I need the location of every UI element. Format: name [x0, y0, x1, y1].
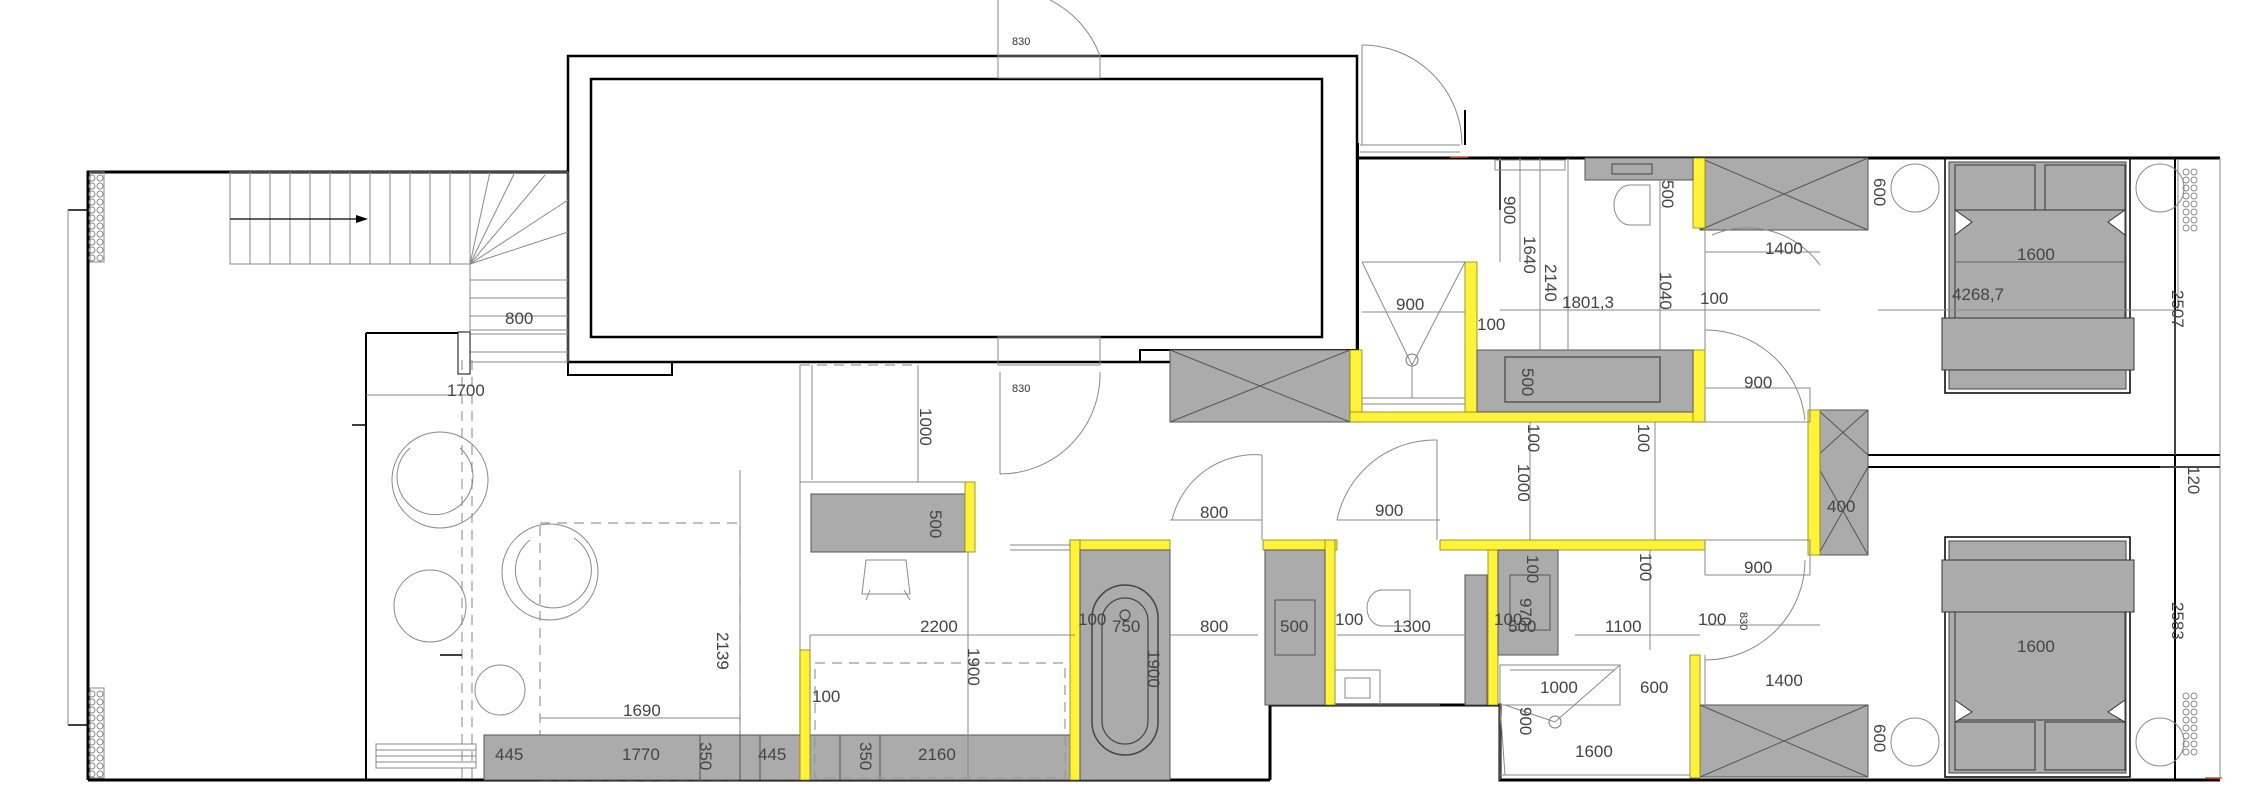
storage-units — [1169, 157, 1869, 778]
dim-2160: 2160 — [918, 745, 956, 764]
dim-830-top: 830 — [1012, 36, 1030, 48]
dim-100-d: 100 — [1523, 555, 1542, 583]
dim-2200: 2200 — [920, 617, 958, 636]
dim-970: 970 — [1516, 598, 1535, 626]
dim-500-wc: 500 — [1658, 180, 1677, 208]
dim-400: 400 — [1827, 497, 1855, 516]
fixtures — [1079, 157, 1821, 781]
dim-1300: 1300 — [1393, 617, 1431, 636]
radiator-left-top — [88, 171, 105, 263]
dim-1690: 1690 — [623, 701, 661, 720]
staircase — [229, 171, 569, 375]
dim-600-bot: 600 — [1870, 724, 1889, 752]
radiator-right-top — [2182, 168, 2198, 232]
dim-100-bedl: 100 — [812, 687, 840, 706]
dim-900-top: 900 — [1744, 373, 1772, 392]
dim-100-shower: 100 — [1477, 315, 1505, 334]
dim-445-b: 445 — [758, 745, 786, 764]
dim-1400-top: 1400 — [1765, 239, 1803, 258]
dim-830-bottom: 830 — [1012, 383, 1030, 395]
dim-500-c: 500 — [1508, 617, 1536, 636]
dim-500-mid: 500 — [1280, 617, 1308, 636]
dim-1900-tub: 1900 — [1144, 650, 1163, 688]
dim-1600-sh: 1600 — [1575, 742, 1613, 761]
dim-800-door: 800 — [1200, 503, 1228, 522]
dim-500-kitchen: 500 — [1518, 368, 1537, 396]
dim-120: 120 — [2184, 466, 2203, 494]
dim-1640: 1640 — [1520, 236, 1539, 274]
dim-1700: 1700 — [447, 381, 485, 400]
partition-walls — [1069, 157, 1821, 781]
dim-100-k3: 100 — [1636, 553, 1655, 581]
dim-350-b: 350 — [856, 742, 875, 770]
dim-500-desk: 500 — [926, 510, 945, 538]
dim-1000-corr: 1000 — [1514, 464, 1533, 502]
dim-350-a: 350 — [696, 742, 715, 770]
dim-2583: 2583 — [2168, 602, 2187, 640]
dim-600-top: 600 — [1870, 178, 1889, 206]
dim-800-mid: 800 — [1200, 617, 1228, 636]
living-furniture — [366, 360, 1076, 781]
beds — [1890, 157, 2185, 778]
dim-2139: 2139 — [713, 632, 732, 670]
dim-800-stairs: 800 — [505, 309, 533, 328]
dim-100-bath: 100 — [1078, 610, 1106, 629]
dim-1900-bed: 1900 — [964, 648, 983, 686]
dim-2140: 2140 — [1541, 264, 1560, 302]
dim-900-door: 900 — [1375, 501, 1403, 520]
dim-1040: 1040 — [1656, 272, 1675, 310]
dim-900-bot: 900 — [1744, 558, 1772, 577]
dim-900-sh: 900 — [1516, 707, 1535, 735]
radiator-right-bottom — [2182, 692, 2198, 756]
dim-4268: 4268,7 — [1952, 285, 2004, 304]
dim-100-c: 100 — [1494, 610, 1522, 629]
dim-600-sh: 600 — [1640, 678, 1668, 697]
dim-100-e: 100 — [1698, 610, 1726, 629]
dimension-lines — [366, 158, 2220, 719]
dim-100-k1: 100 — [1524, 424, 1543, 452]
dim-1600-bed-bot: 1600 — [2017, 637, 2055, 656]
dim-100-right: 100 — [1700, 289, 1728, 308]
study-area — [799, 364, 1075, 781]
dim-1801: 1801,3 — [1562, 293, 1614, 312]
dim-1770: 1770 — [622, 745, 660, 764]
dim-100-mid: 100 — [1335, 610, 1363, 629]
dim-1000-desk: 1000 — [916, 408, 935, 446]
dim-750: 750 — [1112, 617, 1140, 636]
dim-1100: 1100 — [1605, 617, 1642, 636]
dim-830-right: 830 — [1737, 612, 1749, 630]
dimension-labels: 830 830 830 800 1700 1000 500 2139 1690 … — [447, 36, 2203, 770]
dim-100-k2: 100 — [1634, 424, 1653, 452]
dim-1600-bed-top: 1600 — [2017, 245, 2055, 264]
dim-2507: 2507 — [2168, 290, 2187, 328]
dim-900-shower: 900 — [1396, 295, 1424, 314]
dim-1000-sh: 1000 — [1540, 678, 1578, 697]
dim-900-v: 900 — [1500, 196, 1519, 224]
top-doors — [997, 0, 1463, 475]
dim-1400-bot: 1400 — [1765, 671, 1803, 690]
dim-445-a: 445 — [495, 745, 523, 764]
radiator-left-bottom — [88, 687, 105, 779]
